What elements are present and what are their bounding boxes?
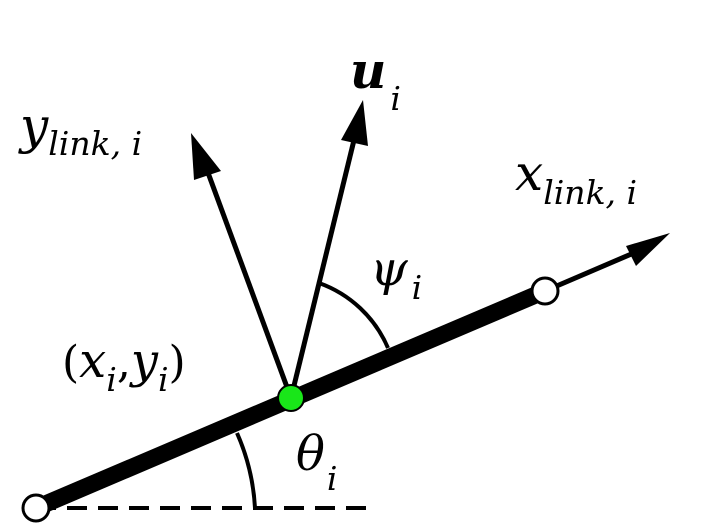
x-link-arrowhead [626,233,670,266]
joint-coordinates-label: (xi,yi) [62,333,186,399]
joint-point [277,384,305,412]
theta-label: θi [296,426,337,498]
x-link-label: xlink, i [515,144,637,212]
psi-angle-arc [318,281,390,349]
y-link-axis [204,169,294,399]
y-link-arrowhead [191,133,221,180]
theta-angle-arc [235,432,257,509]
u-arrowhead [341,100,368,146]
link-end-endpoint [530,276,560,306]
u-axis [288,135,358,399]
y-link-label: ylink, i [18,97,142,163]
link-start-endpoint [21,493,51,523]
x-link-axis [544,249,637,294]
